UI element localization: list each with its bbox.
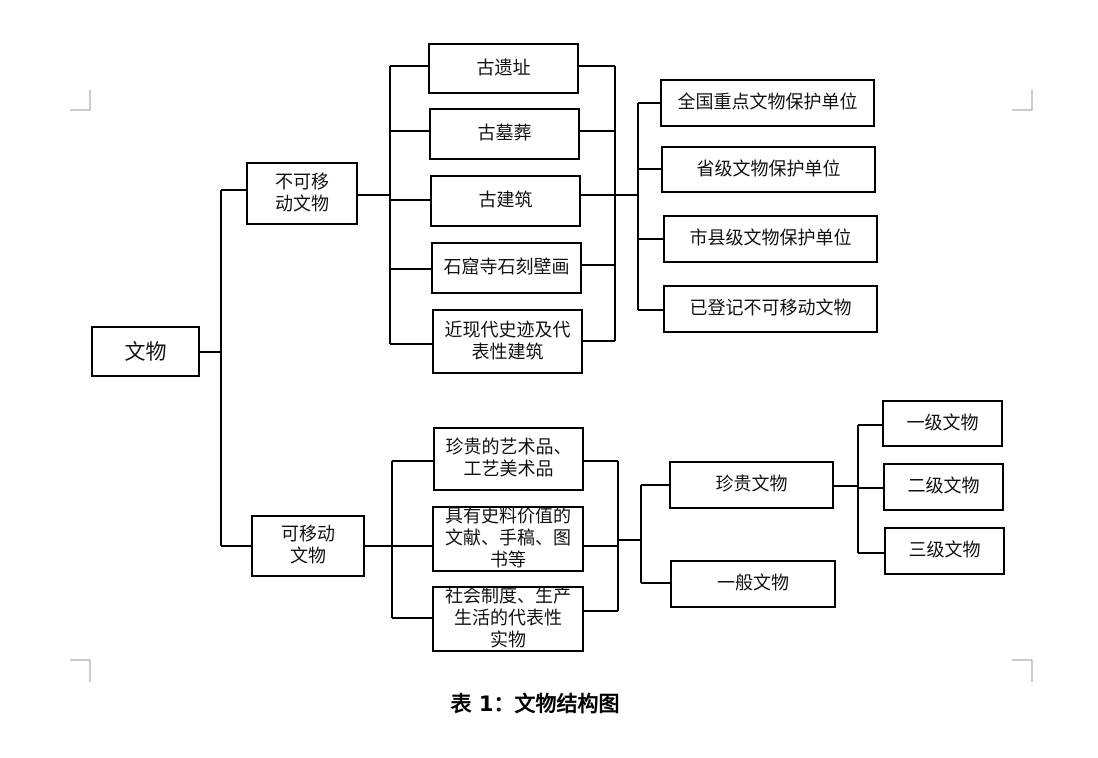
grade-label: 一级文物 [906,412,979,434]
movable-type-node: 社会制度、生产 生活的代表性 实物 [432,586,584,652]
protection-level-label: 全国重点文物保护单位 [677,92,858,113]
immovable-type-node: 古墓葬 [429,108,580,160]
movable-label: 可移动 文物 [281,524,335,567]
movable-type-label: 具有史料价值的 文献、手稿、图 书等 [445,506,571,571]
movable-node: 可移动 文物 [251,515,365,577]
movable-type-label: 珍贵的艺术品、 工艺美术品 [445,437,572,480]
root-label: 文物 [124,339,167,364]
value-class-label: 珍贵文物 [715,474,788,495]
movable-type-label: 社会制度、生产 生活的代表性 实物 [445,586,571,651]
protection-level-node: 市县级文物保护单位 [663,215,878,263]
movable-type-node: 珍贵的艺术品、 工艺美术品 [433,427,584,491]
immovable-type-node: 古建筑 [430,175,581,227]
immovable-type-label: 近现代史迹及代 表性建筑 [444,319,571,363]
grade-node: 三级文物 [884,527,1005,575]
protection-level-label: 省级文物保护单位 [696,158,841,180]
immovable-type-node: 石窟寺石刻壁画 [431,242,582,294]
immovable-node: 不可移 动文物 [246,162,358,225]
root-node: 文物 [91,326,200,377]
value-class-node: 一般文物 [670,560,836,608]
immovable-type-node: 近现代史迹及代 表性建筑 [432,309,583,374]
immovable-label: 不可移 动文物 [275,171,329,215]
grade-node: 一级文物 [882,400,1003,447]
grade-label: 二级文物 [907,476,980,497]
value-class-node: 珍贵文物 [669,461,834,509]
immovable-type-label: 古墓葬 [477,123,532,144]
grade-node: 二级文物 [883,463,1004,511]
protection-level-label: 已登记不可移动文物 [689,298,852,319]
immovable-type-node: 古遗址 [428,43,579,94]
movable-type-node: 具有史料价值的 文献、手稿、图 书等 [432,506,584,572]
figure-caption: 表 1：文物结构图 [450,692,620,716]
protection-level-node: 全国重点文物保护单位 [660,79,875,127]
protection-level-node: 省级文物保护单位 [661,146,876,193]
immovable-type-label: 石窟寺石刻壁画 [443,257,570,278]
grade-label: 三级文物 [908,540,981,561]
protection-level-node: 已登记不可移动文物 [663,285,878,333]
immovable-type-label: 古建筑 [478,190,533,211]
immovable-type-label: 古遗址 [476,57,531,79]
value-class-label: 一般文物 [717,573,789,594]
protection-level-label: 市县级文物保护单位 [689,228,852,249]
